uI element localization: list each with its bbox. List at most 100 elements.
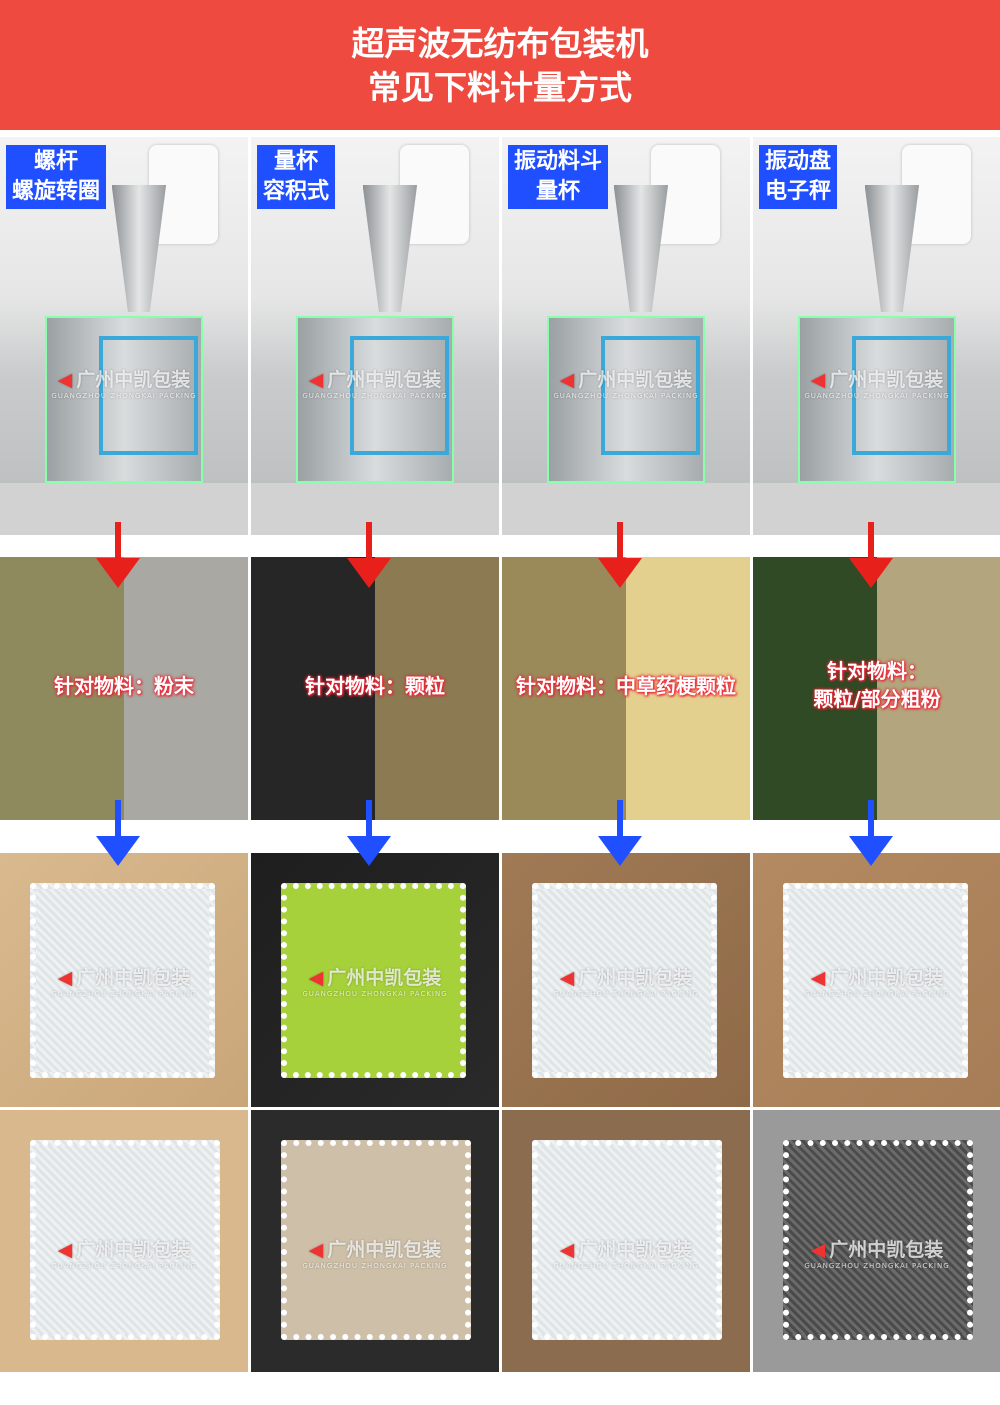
method-tag: 振动料斗量杯	[508, 145, 609, 209]
method-line-2: 电子秤	[765, 179, 832, 204]
watermark-en: GUANGZHOU ZHONGKAI PACKING	[302, 392, 448, 400]
arrow-shaft	[366, 522, 372, 564]
arrow-head	[96, 558, 140, 588]
machine-body	[295, 316, 455, 484]
guard-frame	[99, 336, 199, 456]
logo-icon: ◀	[810, 967, 826, 989]
method-tag: 螺杆螺旋转圈	[6, 145, 107, 209]
arrow-head	[96, 836, 140, 866]
tea-bag	[30, 883, 215, 1078]
page-header: 超声波无纺布包装机 常见下料计量方式	[0, 0, 1000, 130]
machine-body	[797, 316, 957, 484]
material-label: 针对物料：中草药梗颗粒	[516, 674, 736, 698]
logo-icon: ◀	[559, 967, 575, 989]
watermark-en: GUANGZHOU ZHONGKAI PACKING	[804, 392, 950, 400]
watermark-en: GUANGZHOU ZHONGKAI PACKING	[51, 1262, 197, 1270]
machine-body	[546, 316, 706, 484]
hopper	[111, 184, 167, 313]
arrow-shaft	[868, 522, 874, 564]
method-line-2: 容积式	[263, 179, 330, 204]
floor	[0, 483, 248, 535]
arrow-shaft	[115, 522, 121, 564]
material-label: 针对物料：颗粒/部分粗粉	[753, 657, 1000, 713]
watermark-en: GUANGZHOU ZHONGKAI PACKING	[804, 1262, 950, 1270]
material-line-2: 颗粒/部分粗粉	[813, 687, 941, 711]
floor	[753, 483, 1000, 535]
material-label: 针对物料：粉末	[54, 674, 194, 698]
watermark-cn: 广州中凯包装	[578, 1239, 693, 1261]
logo-icon: ◀	[308, 1239, 324, 1261]
material-photo: 针对物料：粉末	[0, 557, 248, 820]
watermark-cn: 广州中凯包装	[327, 1239, 442, 1261]
tea-bag	[783, 883, 968, 1078]
arrow-shaft	[868, 800, 874, 842]
material-photo: 针对物料：颗粒	[251, 557, 499, 820]
logo-icon: ◀	[308, 369, 324, 391]
guard-frame	[852, 336, 952, 456]
tea-bag	[281, 1140, 471, 1340]
arrow-head	[347, 558, 391, 588]
watermark-en: GUANGZHOU ZHONGKAI PACKING	[804, 990, 950, 998]
arrow-shaft	[617, 800, 623, 842]
guard-frame	[601, 336, 701, 456]
watermark-cn: 广州中凯包装	[76, 369, 191, 391]
logo-icon: ◀	[810, 1239, 826, 1261]
logo-icon: ◀	[57, 1239, 73, 1261]
method-line-1: 螺杆	[34, 149, 79, 174]
logo-icon: ◀	[559, 369, 575, 391]
watermark-cn: 广州中凯包装	[327, 369, 442, 391]
arrow-head	[598, 836, 642, 866]
method-line-2: 螺旋转圈	[12, 179, 101, 204]
logo-icon: ◀	[57, 967, 73, 989]
watermark-en: GUANGZHOU ZHONGKAI PACKING	[51, 990, 197, 998]
method-tag: 振动盘电子秤	[759, 145, 838, 209]
logo-icon: ◀	[57, 369, 73, 391]
floor	[502, 483, 750, 535]
tea-bag	[783, 1140, 973, 1340]
watermark-cn: 广州中凯包装	[829, 967, 944, 989]
method-line-1: 量杯	[274, 149, 319, 174]
guard-frame	[350, 336, 450, 456]
arrow-head	[849, 558, 893, 588]
watermark-en: GUANGZHOU ZHONGKAI PACKING	[553, 990, 699, 998]
tea-bag	[30, 1140, 220, 1340]
method-line-1: 振动盘	[765, 149, 832, 174]
watermark-cn: 广州中凯包装	[829, 1239, 944, 1261]
hopper	[613, 184, 669, 313]
tea-bag	[532, 1140, 722, 1340]
method-tag: 量杯容积式	[257, 145, 336, 209]
logo-icon: ◀	[308, 967, 324, 989]
arrow-head	[849, 836, 893, 866]
machine-body	[44, 316, 204, 484]
title-line-2: 常见下料计量方式	[368, 68, 632, 107]
tea-bag	[281, 883, 466, 1078]
arrow-shaft	[366, 800, 372, 842]
watermark-cn: 广州中凯包装	[578, 369, 693, 391]
watermark-cn: 广州中凯包装	[76, 967, 191, 989]
watermark-en: GUANGZHOU ZHONGKAI PACKING	[51, 392, 197, 400]
watermark-cn: 广州中凯包装	[76, 1239, 191, 1261]
watermark-cn: 广州中凯包装	[829, 369, 944, 391]
watermark-en: GUANGZHOU ZHONGKAI PACKING	[553, 1262, 699, 1270]
arrow-shaft	[115, 800, 121, 842]
